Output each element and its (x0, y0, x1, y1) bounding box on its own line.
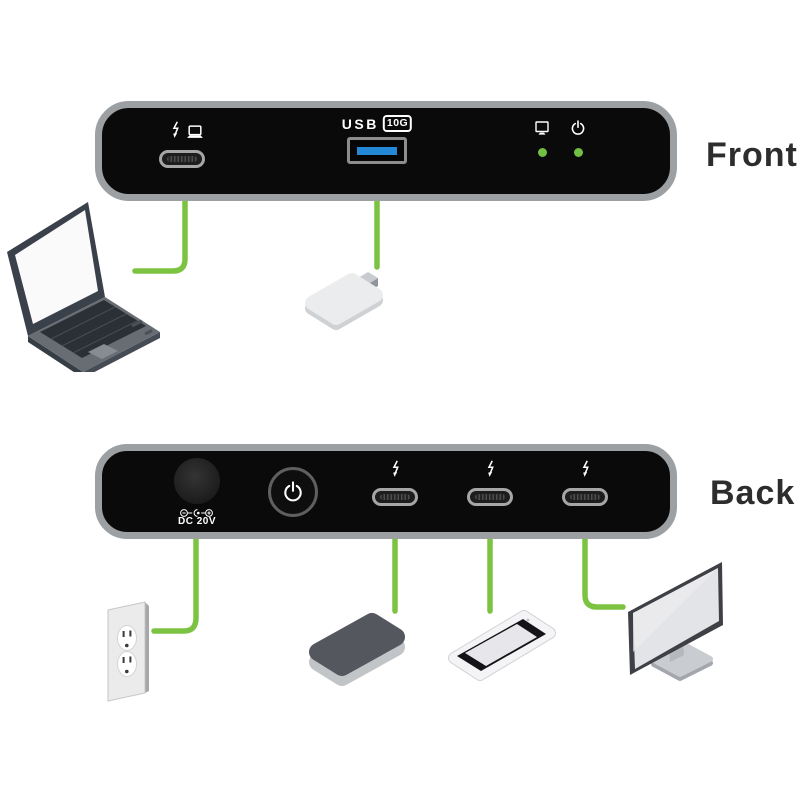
power-status-led (573, 147, 583, 157)
cable-back-tb3 (582, 531, 626, 610)
front-usb-a-port (347, 137, 407, 164)
dc-polarity-icon (180, 509, 213, 517)
back-panel-label: Back (710, 474, 796, 512)
back-panel: DC 20V (95, 444, 677, 539)
back-thunderbolt-port-3 (562, 488, 608, 506)
laptop-illustration (7, 202, 160, 372)
cable-front-host (132, 189, 188, 274)
back-thunderbolt-port-2 (467, 488, 513, 506)
cable-back-power (151, 531, 199, 634)
back-thunderbolt-port-1 (372, 488, 418, 506)
laptop-icon (187, 125, 203, 138)
front-panel: USB 10G (95, 101, 677, 201)
power-icon (571, 120, 585, 135)
usb-flash-drive-illustration (305, 272, 383, 330)
thunderbolt-icon (172, 121, 179, 138)
link-status-led (537, 147, 547, 157)
front-host-usbc-port (159, 150, 205, 168)
power-icon (284, 481, 302, 502)
thunderbolt-icon (487, 460, 494, 477)
usb-a-tab (357, 147, 397, 155)
smartphone-illustration (448, 610, 556, 681)
usb-port-label: USB 10G (341, 115, 413, 132)
usb-label-text: USB (341, 115, 379, 132)
wall-outlet-illustration (107, 601, 149, 702)
front-panel-label: Front (706, 136, 798, 174)
display-icon (535, 121, 549, 135)
external-drive-illustration (309, 613, 405, 686)
dc-voltage-label: DC 20V (177, 516, 217, 527)
usb-10g-badge: 10G (382, 115, 413, 132)
thunderbolt-icon (392, 460, 399, 477)
dc-power-jack (174, 458, 220, 504)
power-button (268, 467, 318, 517)
thunderbolt-icon (582, 460, 589, 477)
monitor-illustration (628, 562, 723, 681)
